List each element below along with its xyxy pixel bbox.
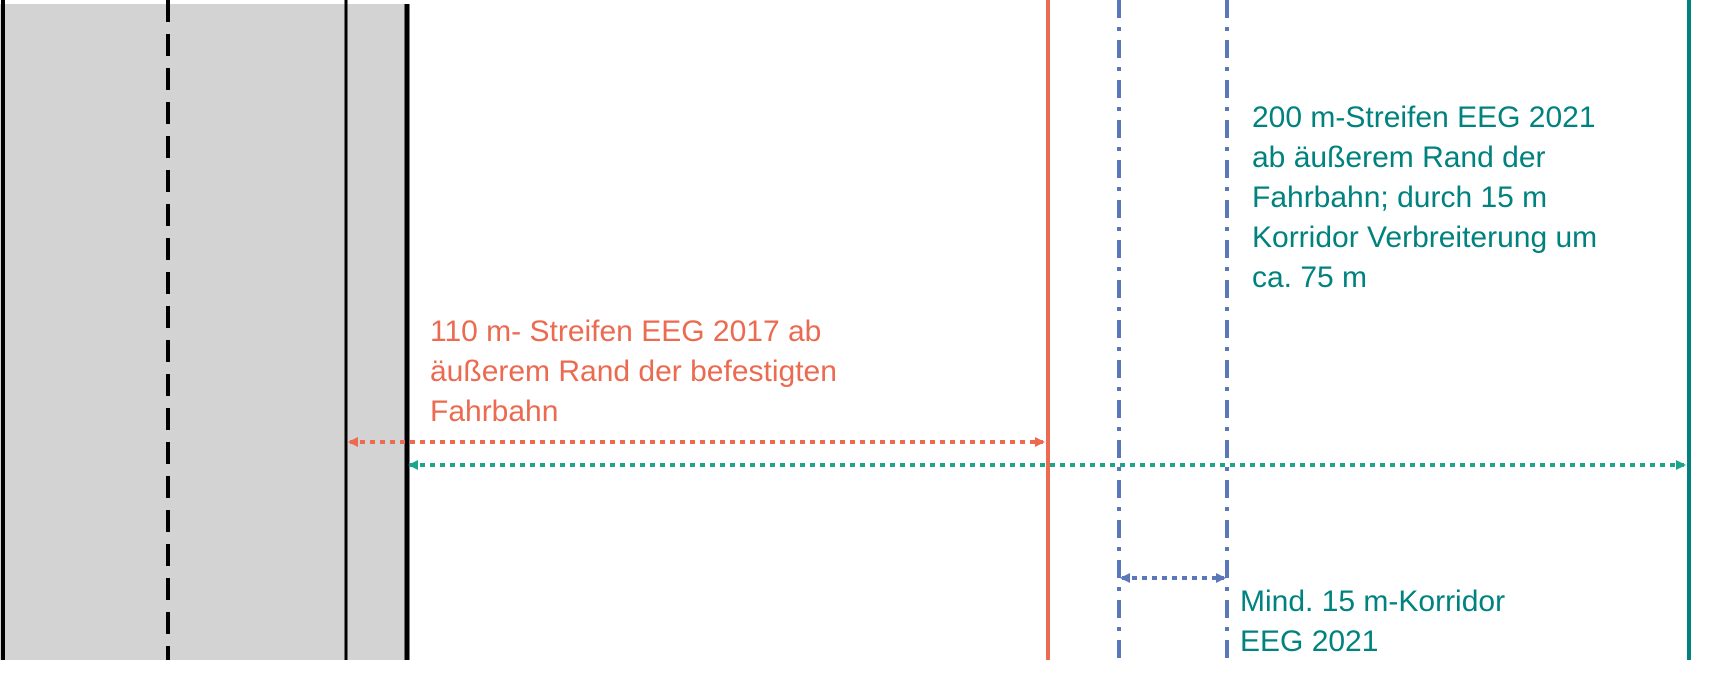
eeg2021-strip-label-line-3: Fahrbahn; durch 15 m [1252, 181, 1548, 214]
road-surface [0, 4, 406, 660]
eeg2021-strip-label-line-4: Korridor Verbreiterung um [1252, 221, 1598, 254]
eeg2017-strip-label-line-1: 110 m- Streifen EEG 2017 ab [430, 315, 822, 348]
eeg2017-strip-label-line-3: Fahrbahn [430, 395, 559, 428]
corridor-15m-label-line-1: Mind. 15 m-Korridor [1240, 585, 1506, 618]
eeg2021-strip-label-line-2: ab äußerem Rand der [1252, 141, 1546, 174]
eeg2021-strip-label-line-1: 200 m-Streifen EEG 2021 [1252, 101, 1596, 134]
corridor-15m-label-line-2: EEG 2021 [1240, 625, 1379, 658]
eeg2021-strip-label: 200 m-Streifen EEG 2021 ab äußerem Rand … [1252, 98, 1597, 298]
eeg2021-strip-label-line-5: ca. 75 m [1252, 261, 1368, 294]
eeg2017-strip-label-line-2: äußerem Rand der befestigten [430, 355, 837, 388]
eeg2017-strip-label: 110 m- Streifen EEG 2017 ab äußerem Rand… [430, 312, 837, 432]
corridor-15m-label: Mind. 15 m-Korridor EEG 2021 [1240, 582, 1505, 662]
